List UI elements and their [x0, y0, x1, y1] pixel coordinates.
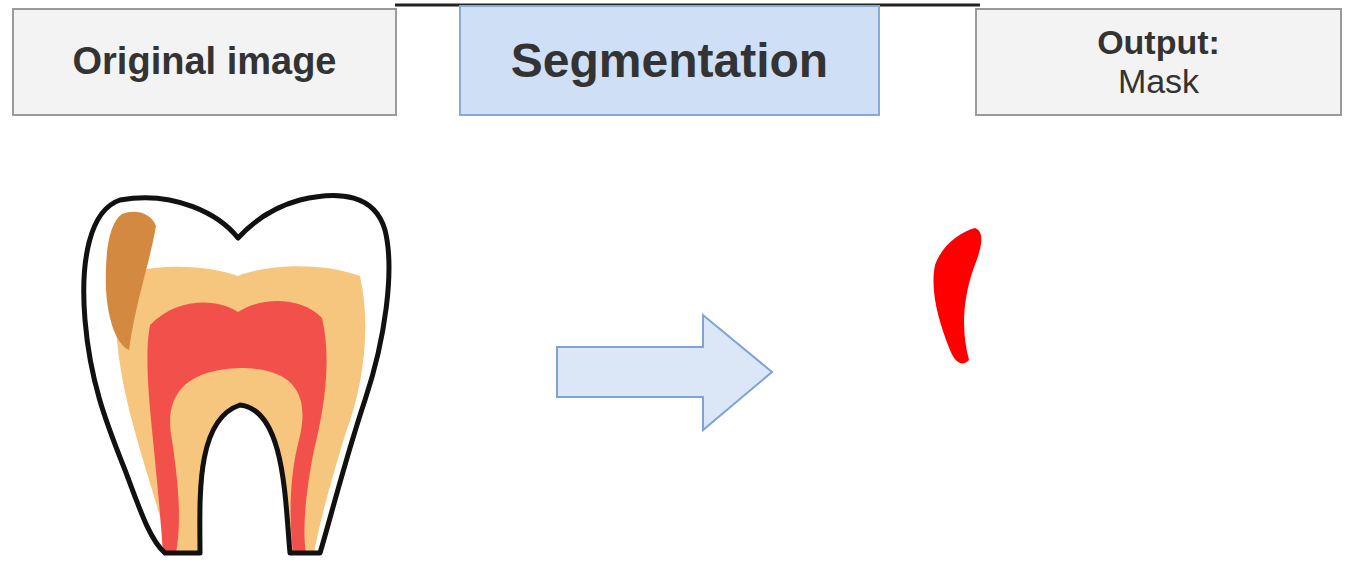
box-label: Segmentation: [511, 33, 828, 88]
header-box: Output:Mask: [975, 8, 1342, 116]
box-sublabel: Mask: [1118, 62, 1199, 101]
tooth-illustration: [84, 195, 389, 553]
box-label: Output:: [1097, 23, 1220, 62]
box-label: Original image: [73, 40, 337, 84]
process-arrow: [557, 315, 772, 430]
mask-shape: [933, 228, 981, 363]
header-box: Segmentation: [459, 5, 880, 116]
header-box: Original image: [12, 8, 397, 116]
